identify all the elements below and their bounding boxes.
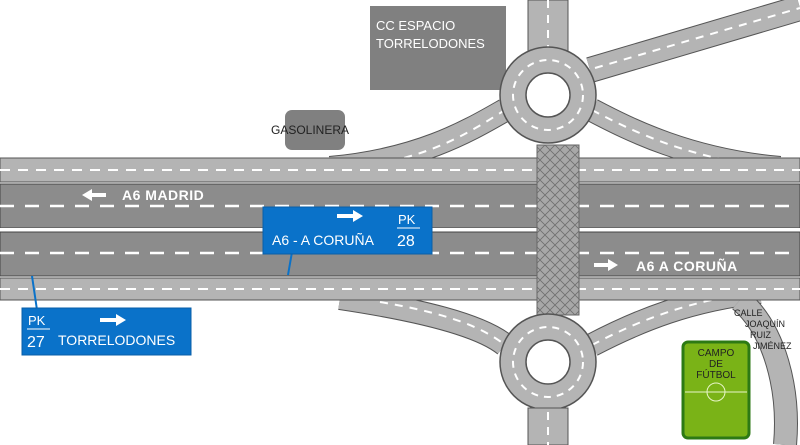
highway-sign-pk27: PK 27 TORRELODONES	[21, 307, 192, 356]
gas-station-label: GASOLINERA	[271, 123, 349, 137]
sign-destination: A6 - A CORUÑA	[272, 232, 375, 248]
eastbound-label: A6 A CORUÑA	[636, 257, 738, 274]
sign-pk-label: PK	[28, 313, 46, 328]
shopping-center-label: CC ESPACIO	[376, 18, 455, 33]
shopping-center-building	[370, 6, 506, 90]
football-field-label: FÚTBOL	[696, 368, 736, 381]
south-roundabout	[499, 313, 597, 411]
bridge-overpass	[536, 144, 580, 316]
shopping-center-label: TORRELODONES	[376, 36, 485, 51]
arrow-left-icon	[82, 189, 106, 201]
football-field-label: DE	[709, 359, 723, 370]
football-field-label: CAMPO	[698, 348, 735, 359]
north-roundabout	[499, 46, 597, 144]
sign-post	[31, 275, 38, 311]
sign-pk-number: 28	[397, 233, 415, 250]
sign-pk-number: 27	[27, 334, 45, 351]
sign-pk-label: PK	[398, 212, 416, 227]
street-label: CALLE	[734, 308, 763, 318]
arrow-right-icon	[100, 314, 126, 326]
street-label: JIMÉNEZ	[753, 341, 792, 351]
street-label: JOAQUÍN	[745, 319, 785, 329]
westbound-label: A6 MADRID	[122, 187, 204, 203]
northeast-road	[586, 0, 800, 83]
street-label: RUIZ	[750, 330, 771, 340]
south-road	[527, 407, 569, 445]
highway-sign-pk28: A6 - A CORUÑA PK 28	[262, 206, 433, 255]
arrow-right-icon	[337, 210, 363, 222]
football-field	[681, 340, 751, 440]
north-service-road	[0, 157, 800, 183]
arrow-right-icon	[594, 259, 618, 271]
sign-post	[287, 251, 293, 276]
gas-station-building	[285, 110, 345, 150]
sign-destination: TORRELODONES	[58, 332, 175, 348]
south-service-road	[0, 277, 800, 301]
